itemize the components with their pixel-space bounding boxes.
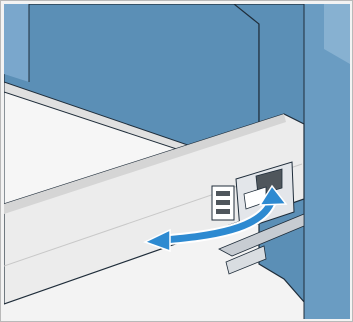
cabinet-left-panel <box>4 4 29 82</box>
clip-slot-2 <box>216 200 230 205</box>
drawer-runner-illustration <box>4 4 350 319</box>
clip-slot-1 <box>216 191 230 196</box>
clip-slot-3 <box>216 209 230 214</box>
